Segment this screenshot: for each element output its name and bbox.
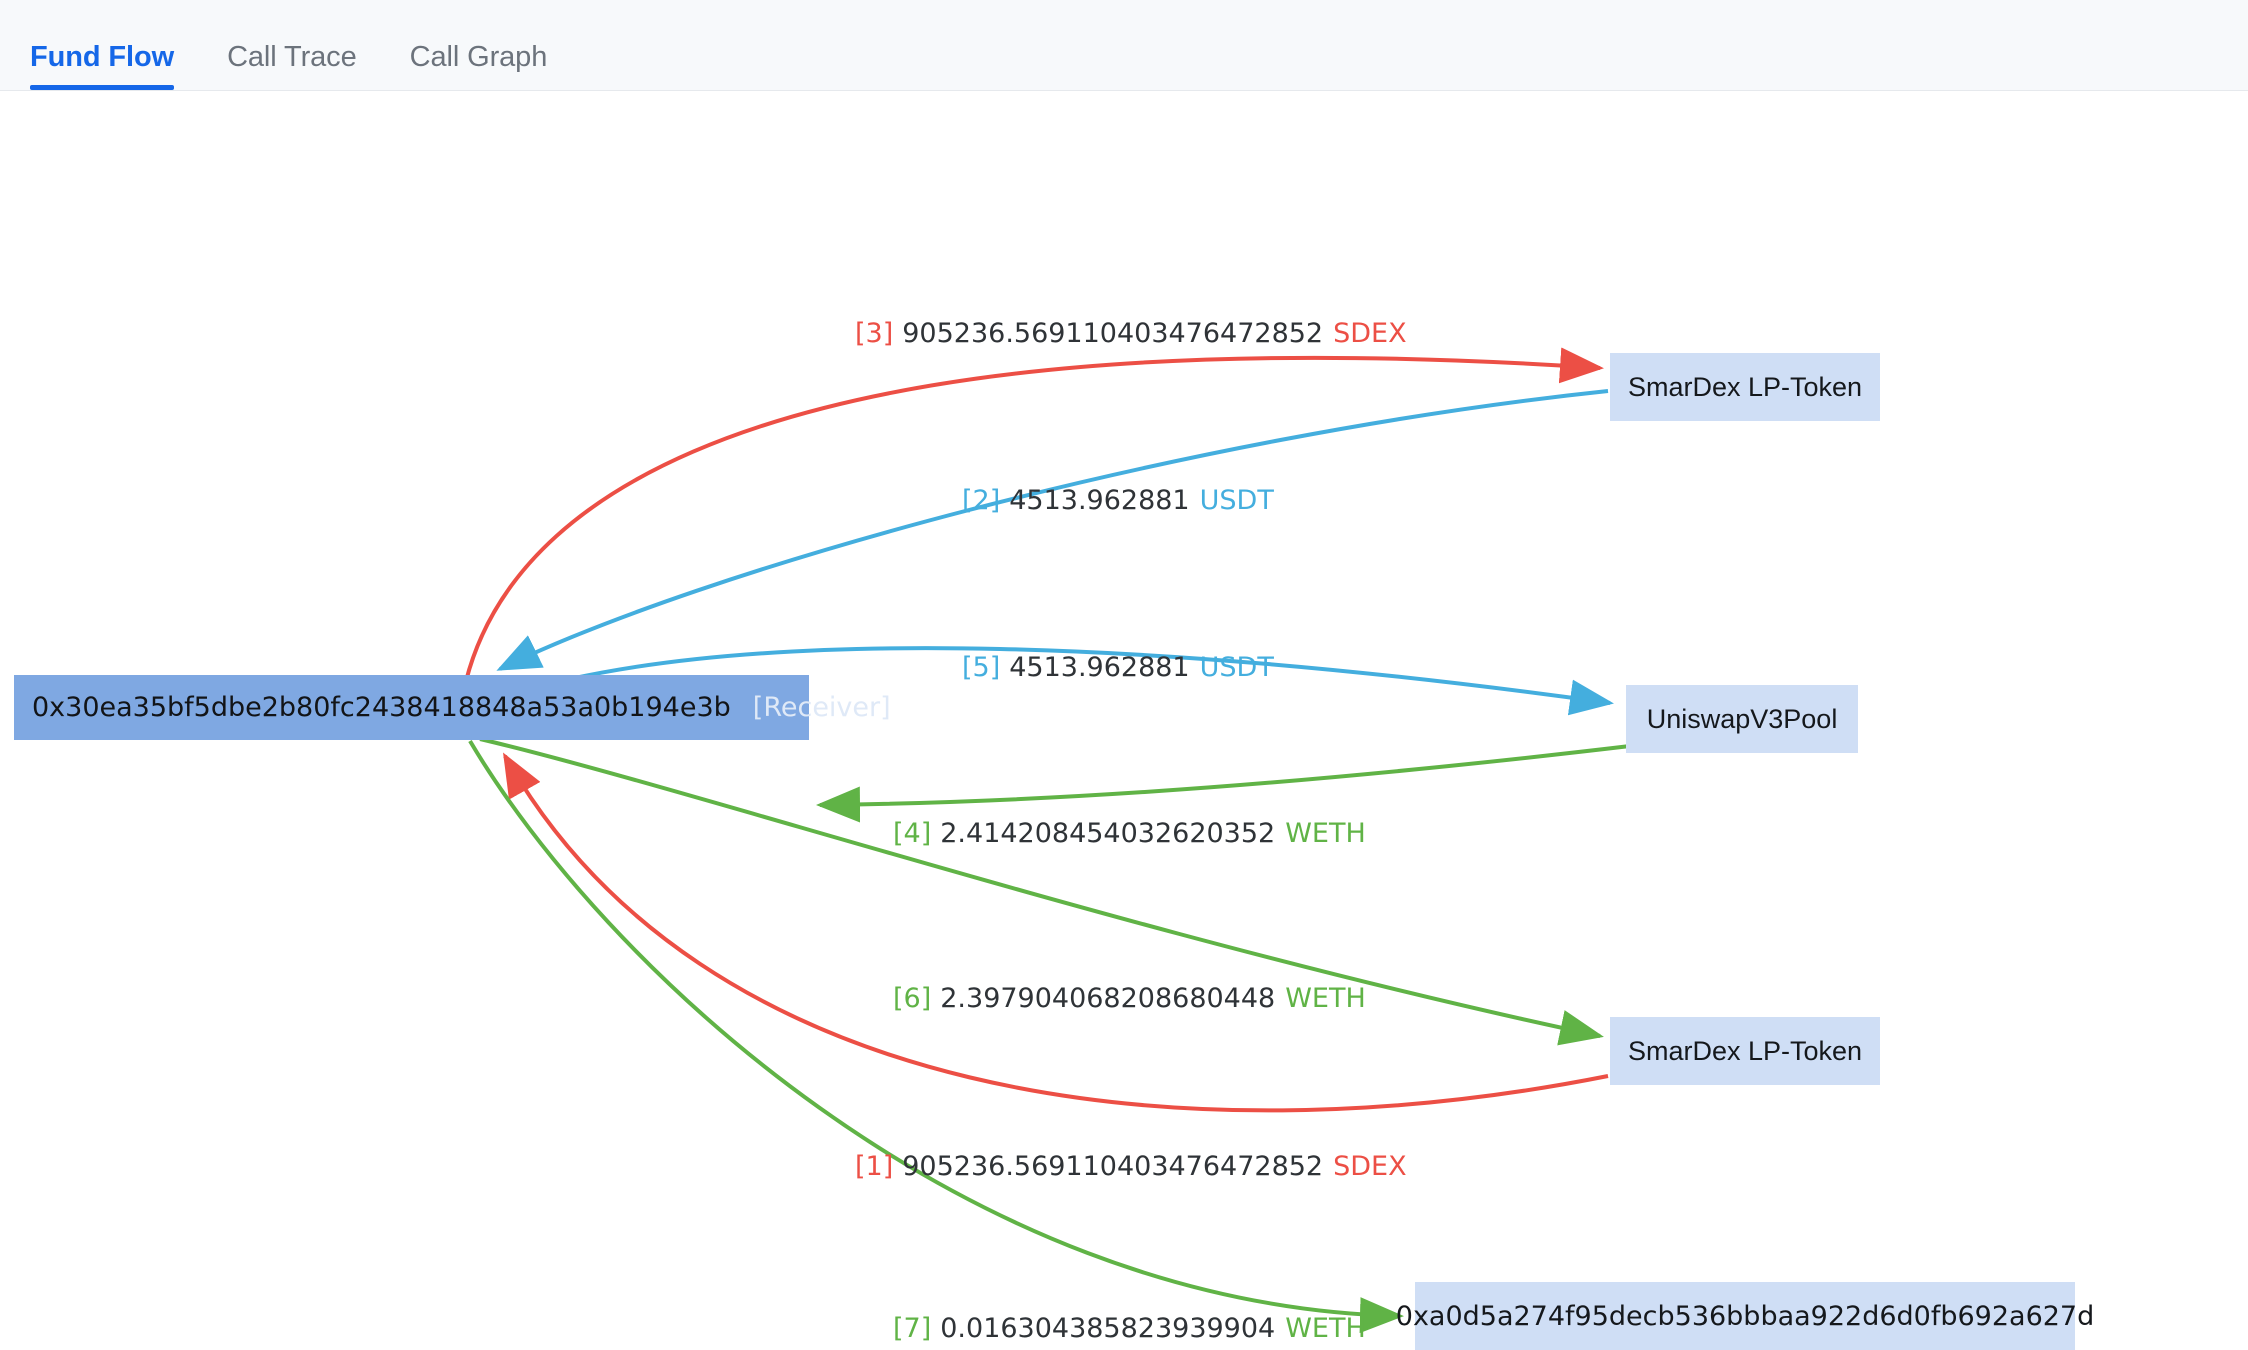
node-address-0xa0d5[interactable]: 0xa0d5a274f95decb536bbbaa922d6d0fb692a62… <box>1396 1282 2094 1350</box>
tab-bar: Fund Flow Call Trace Call Graph <box>0 0 2248 91</box>
node-smardex-lp-token-bottom[interactable]: SmarDex LP-Token <box>1610 1017 1880 1085</box>
edge-7-weth-out <box>468 739 1404 1334</box>
tab-fund-flow[interactable]: Fund Flow <box>30 41 174 90</box>
node-receiver-address: 0x30ea35bf5dbe2b80fc2438418848a53a0b194e… <box>32 692 731 723</box>
tab-call-trace[interactable]: Call Trace <box>227 41 357 73</box>
tab-call-graph[interactable]: Call Graph <box>409 41 548 73</box>
node-receiver[interactable]: 0x30ea35bf5dbe2b80fc2438418848a53a0b194e… <box>14 675 891 740</box>
node-label: UniswapV3Pool <box>1646 703 1838 734</box>
node-label: 0xa0d5a274f95decb536bbbaa922d6d0fb692a62… <box>1395 1300 2095 1332</box>
node-label: SmarDex LP-Token <box>1627 1035 1863 1066</box>
flow-edges-svg <box>464 347 1631 1334</box>
edge-5-usdt-out <box>569 646 1614 716</box>
fund-flow-diagram: 0x30ea35bf5dbe2b80fc2438418848a53a0b194e… <box>0 91 2248 1350</box>
edge-3-sdex-out <box>464 347 1604 682</box>
node-receiver-role: [Receiver] <box>752 692 891 723</box>
edge-1-sdex-in <box>503 752 1609 1113</box>
node-uniswapv3pool[interactable]: UniswapV3Pool <box>1626 685 1858 753</box>
node-smardex-lp-token-top[interactable]: SmarDex LP-Token <box>1610 353 1880 421</box>
node-label: SmarDex LP-Token <box>1627 371 1863 402</box>
edge-6-weth-out <box>479 737 1604 1046</box>
edge-4-weth-in <box>816 744 1631 823</box>
edge-2-usdt-in <box>496 389 1609 671</box>
